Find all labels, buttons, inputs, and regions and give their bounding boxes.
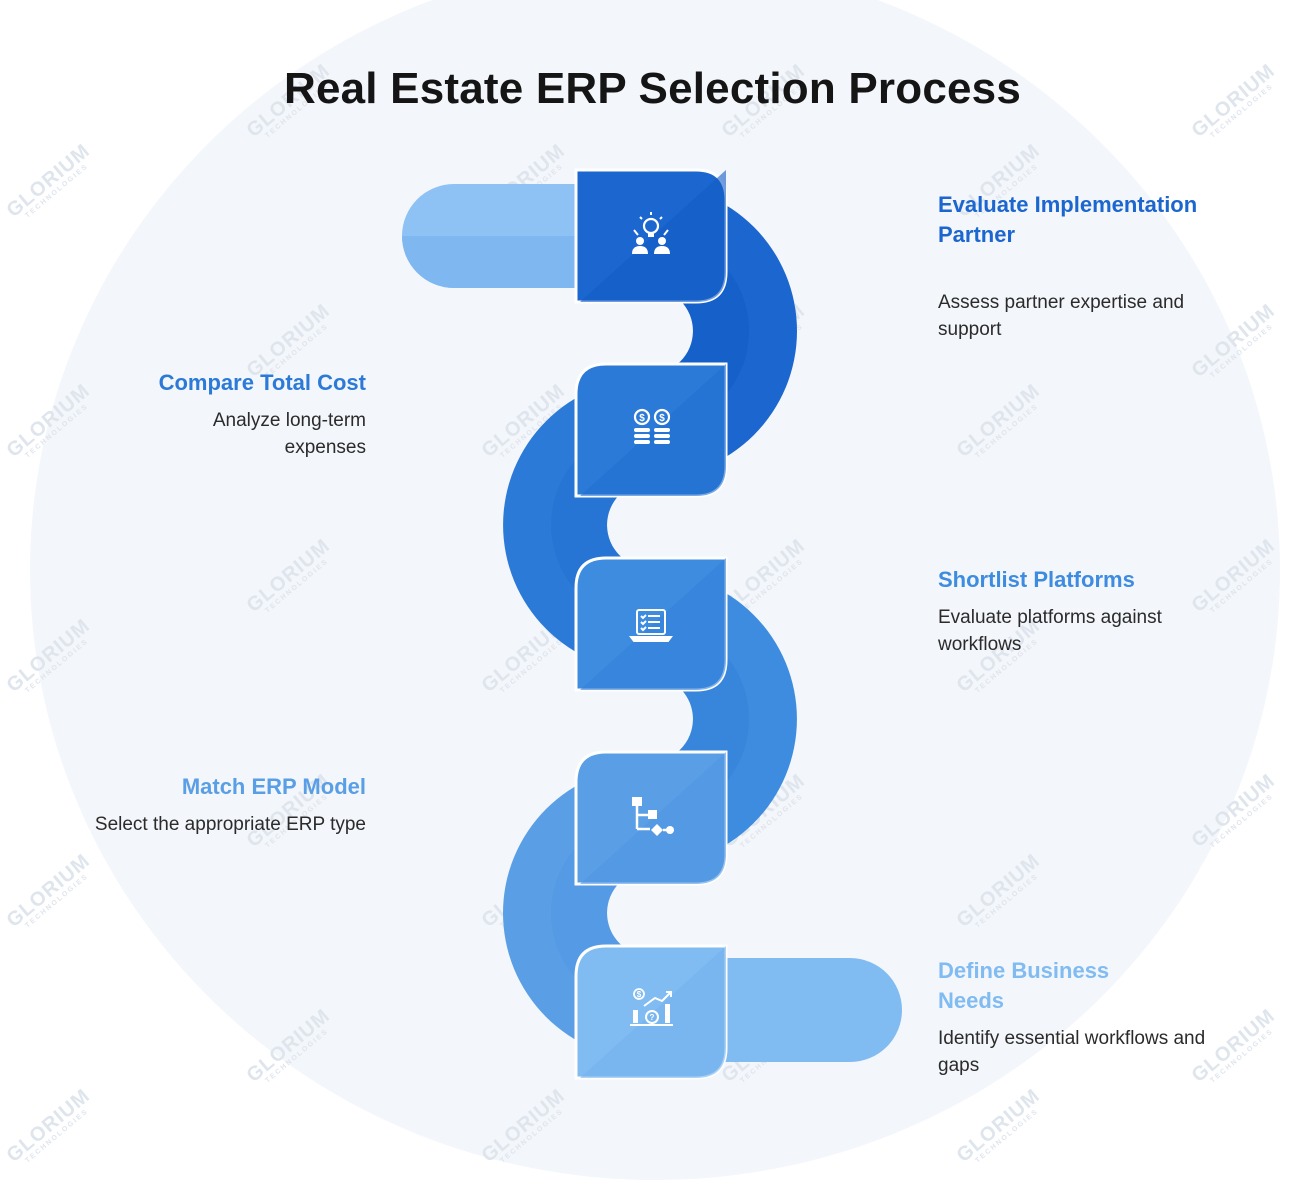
team-idea-icon	[632, 212, 670, 254]
step5-description: Identify essential workflows and gaps	[938, 1028, 1206, 1076]
step5-pill	[680, 958, 902, 1062]
step2-title: Compare Total Cost	[158, 370, 366, 395]
svg-text:$: $	[637, 990, 642, 999]
growth-chart-icon: $ ?	[630, 988, 673, 1026]
step4-title: Match ERP Model	[181, 774, 366, 799]
top-pill-shade	[402, 236, 620, 288]
svg-text:?: ?	[650, 1013, 655, 1022]
step1-description: Assess partner expertise and support	[938, 292, 1185, 340]
page-title: Real Estate ERP Selection Process	[283, 64, 1022, 113]
step3-title: Shortlist Platforms	[938, 567, 1135, 592]
step2-description: Analyze long-term expenses	[212, 410, 366, 458]
step2-tile	[574, 362, 728, 498]
step5-title: Define Business Needs	[938, 958, 1110, 1013]
flowchart-icon	[632, 797, 674, 836]
step1-title: Evaluate Implementation Partner	[938, 192, 1198, 247]
step4-description: Select the appropriate ERP type	[94, 814, 366, 835]
step3-description: Evaluate platforms against workflows	[938, 607, 1162, 655]
step3-tile	[574, 556, 728, 692]
svg-text:$: $	[639, 413, 645, 424]
laptop-checklist-icon	[629, 609, 673, 642]
serpentine-process-diagram: $ $	[402, 168, 902, 1080]
coins-dollar-icon: $ $	[633, 408, 671, 444]
svg-text:$: $	[659, 413, 665, 424]
